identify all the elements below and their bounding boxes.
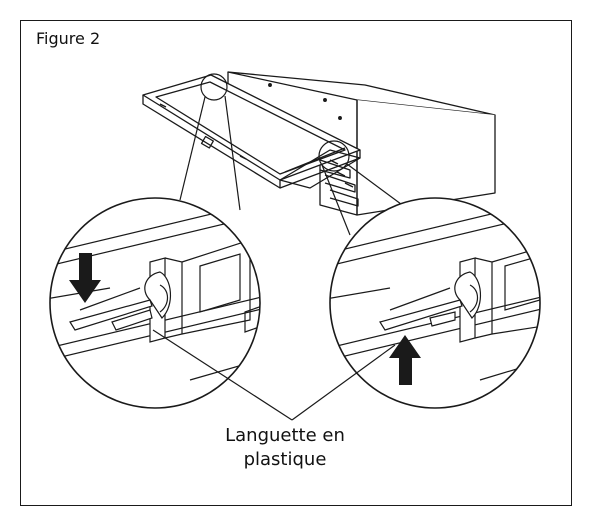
callout-line-1: Languette en	[225, 425, 345, 446]
arrow-down	[69, 253, 101, 303]
callout-line-2: plastique	[243, 449, 327, 470]
detail-circle-left	[49, 197, 261, 409]
detail-marker-right	[318, 140, 350, 172]
figure-title: Figure 2	[36, 29, 101, 48]
callout-leaders	[152, 329, 396, 421]
detail-marker-left	[200, 73, 228, 101]
cabinet-drawing	[142, 71, 496, 216]
arrow-up	[389, 335, 421, 385]
detail-circle-right	[329, 197, 541, 409]
callout-label: Languette en plastique	[200, 424, 370, 472]
leader-lines	[179, 95, 406, 236]
